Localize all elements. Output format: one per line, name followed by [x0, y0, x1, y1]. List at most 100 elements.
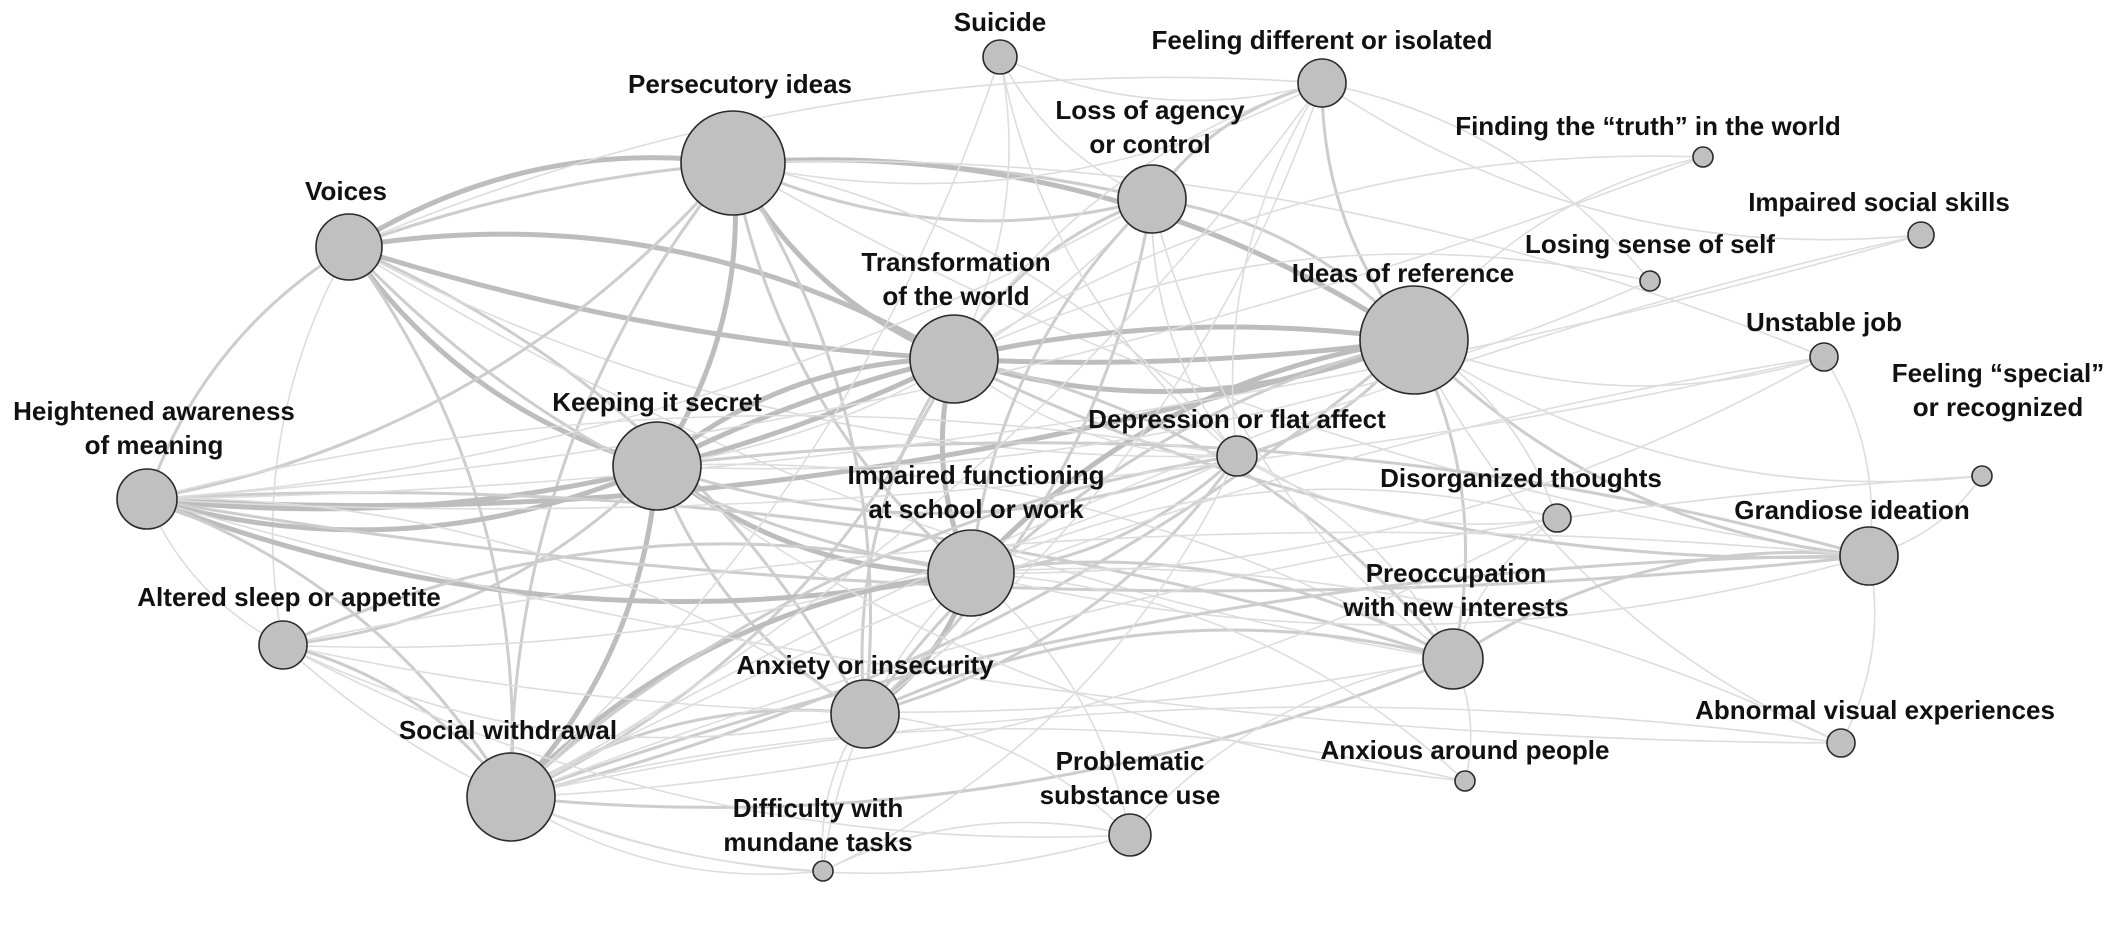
label-problematic-substance-line-2: substance use	[1040, 780, 1221, 810]
node-depression	[1216, 435, 1258, 477]
label-persecutory-ideas-line-1: Persecutory ideas	[628, 69, 852, 99]
label-preoccupation-line-1: Preoccupation	[1366, 558, 1547, 588]
edge-voices-ideas-of-reference	[346, 244, 1417, 365]
label-losing-sense-of-self: Losing sense of self	[1525, 229, 1775, 259]
label-keeping-secret-line-1: Keeping it secret	[552, 387, 762, 417]
label-finding-truth: Finding the “truth” in the world	[1455, 111, 1841, 141]
label-impaired-functioning-line-1: Impaired functioning	[847, 460, 1104, 490]
edge-ideas-of-reference-grandiose-ideation	[1412, 338, 1871, 558]
node-ideas-of-reference	[1359, 285, 1469, 395]
edge-social-withdrawal-anxious-around-people	[510, 727, 1466, 798]
label-transformation-of-world: Transformation of the world	[861, 247, 1050, 311]
edge-keeping-secret-preoccupation	[656, 463, 1454, 660]
node-social-withdrawal	[466, 752, 556, 842]
node-layer	[116, 39, 1993, 882]
label-ideas-of-reference-line-1: Ideas of reference	[1292, 258, 1515, 288]
edge-depression-altered-sleep	[282, 455, 1238, 649]
label-heightened-awareness-line-2: of meaning	[85, 430, 224, 460]
edge-preoccupation-depression	[1236, 455, 1454, 660]
node-feeling-special	[1971, 465, 1993, 487]
label-impaired-functioning-line-2: at school or work	[868, 494, 1084, 524]
edge-keeping-secret-depression	[655, 454, 1239, 515]
edge-transformation-of-world-heightened-awareness	[144, 356, 957, 512]
label-impaired-functioning: Impaired functioning at school or work	[847, 460, 1104, 524]
label-transformation-of-world-line-2: of the world	[882, 281, 1029, 311]
label-disorganized-thoughts: Disorganized thoughts	[1380, 463, 1662, 493]
edge-keeping-secret-grandiose-ideation	[655, 441, 1871, 558]
edge-transformation-of-world-suicide	[953, 56, 1010, 360]
edge-social-withdrawal-preoccupation	[509, 657, 1455, 809]
node-suicide	[982, 39, 1018, 75]
label-grandiose-ideation: Grandiose ideation	[1734, 495, 1970, 525]
edge-voices-persecutory-ideas	[346, 155, 736, 250]
label-feeling-different: Feeling different or isolated	[1152, 25, 1493, 55]
node-grandiose-ideation	[1839, 526, 1899, 586]
edge-social-withdrawal-abnormal-visual	[510, 706, 1842, 798]
edge-persecutory-ideas-social-withdrawal	[509, 161, 735, 799]
edge-losing-sense-of-self-transformation-of-world	[953, 253, 1651, 360]
node-finding-truth	[1692, 146, 1714, 168]
label-problematic-substance: Problematic substance use	[1040, 746, 1221, 810]
label-loss-of-agency-line-1: Loss of agency	[1055, 95, 1245, 125]
label-impaired-social-skills: Impaired social skills	[1748, 187, 2010, 217]
edge-ideas-of-reference-keeping-secret	[654, 324, 1417, 469]
edge-voices-heightened-awareness	[145, 245, 351, 501]
node-heightened-awareness	[116, 468, 178, 530]
label-anxiety: Anxiety or insecurity	[736, 650, 994, 680]
label-feeling-special-line-1: Feeling “special”	[1892, 358, 2104, 388]
edge-disorganized-thoughts-impaired-functioning	[970, 488, 1558, 574]
label-social-withdrawal: Social withdrawal	[399, 715, 617, 745]
label-suicide: Suicide	[954, 7, 1046, 37]
label-persecutory-ideas: Persecutory ideas	[628, 69, 852, 99]
edge-feeling-different-impaired-social-skills	[1321, 82, 1922, 241]
edge-grandiose-ideation-unstable-job	[1823, 356, 1873, 557]
node-keeping-secret	[612, 421, 702, 511]
label-grandiose-ideation-line-1: Grandiose ideation	[1734, 495, 1970, 525]
edge-problematic-substance-preoccupation	[1129, 658, 1454, 836]
node-abnormal-visual	[1826, 728, 1856, 758]
node-feeling-different	[1297, 58, 1347, 108]
node-altered-sleep	[258, 620, 308, 670]
label-transformation-of-world-line-1: Transformation	[861, 247, 1050, 277]
node-difficulty-mundane	[812, 860, 834, 882]
edge-ideas-of-reference-heightened-awareness	[144, 337, 1417, 509]
edge-unstable-job-social-withdrawal	[510, 356, 1825, 798]
edge-heightened-awareness-loss-of-agency	[146, 198, 1153, 500]
edge-impaired-functioning-grandiose-ideation	[970, 555, 1870, 626]
edge-voices-feeling-different	[348, 76, 1323, 248]
label-depression: Depression or flat affect	[1088, 404, 1386, 434]
edge-unstable-job-heightened-awareness	[146, 356, 1825, 510]
label-social-withdrawal-line-1: Social withdrawal	[399, 715, 617, 745]
node-anxious-around-people	[1454, 770, 1476, 792]
edge-unstable-job-impaired-functioning	[970, 356, 1825, 575]
edge-social-withdrawal-depression	[509, 454, 1239, 799]
label-anxious-around-people-line-1: Anxious around people	[1321, 735, 1610, 765]
label-abnormal-visual-line-1: Abnormal visual experiences	[1695, 695, 2055, 725]
label-voices: Voices	[305, 176, 387, 206]
label-difficulty-mundane-line-2: mundane tasks	[723, 827, 912, 857]
edge-suicide-feeling-different	[999, 56, 1323, 102]
edge-problematic-substance-altered-sleep	[282, 644, 1131, 838]
edge-anxiety-preoccupation	[863, 628, 1455, 716]
label-finding-truth-line-1: Finding the “truth” in the world	[1455, 111, 1841, 141]
edge-feeling-different-social-withdrawal	[510, 82, 1323, 798]
edge-persecutory-ideas-heightened-awareness	[145, 161, 735, 501]
edge-persecutory-ideas-ideas-of-reference	[730, 157, 1417, 343]
edge-difficulty-mundane-depression	[822, 455, 1238, 872]
node-problematic-substance	[1108, 813, 1152, 857]
edge-impaired-functioning-loss-of-agency	[969, 197, 1154, 575]
edge-depression-disorganized-thoughts	[1236, 455, 1558, 525]
edge-anxious-around-people-keeping-secret	[656, 465, 1466, 782]
edge-persecutory-ideas-grandiose-ideation	[732, 162, 1870, 557]
node-persecutory-ideas	[680, 110, 786, 216]
node-preoccupation	[1422, 628, 1484, 690]
label-problematic-substance-line-1: Problematic	[1056, 746, 1205, 776]
edge-feeling-different-depression	[1231, 82, 1323, 457]
edge-social-withdrawal-grandiose-ideation	[509, 554, 1871, 799]
